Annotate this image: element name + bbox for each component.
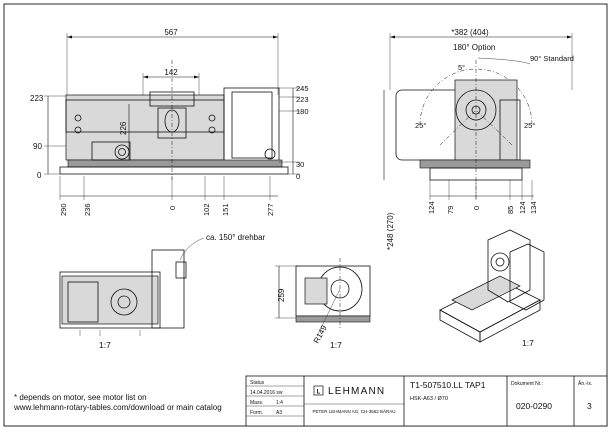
dim-134: 134: [529, 201, 538, 214]
dim-223-left: 223: [30, 94, 44, 103]
angle-25-left: 25°: [415, 121, 426, 130]
dim-0-left: 0: [37, 171, 42, 180]
dim-79: 79: [446, 206, 455, 214]
dim-180: 180: [296, 107, 309, 116]
dim-226: 226: [119, 121, 128, 135]
lehmann-logo-icon: [313, 385, 324, 396]
dim-382: *382 (404): [451, 28, 489, 37]
status-label: Status: [250, 380, 265, 386]
label-90-standard: 90° Standard: [530, 54, 574, 63]
drawing-subtitle: HSK-A63 / Ø70: [410, 396, 448, 402]
dim-290: 290: [59, 203, 68, 216]
drawing-title: T1-507510.LL TAP1: [410, 380, 486, 390]
dim-102: 102: [202, 203, 211, 216]
format-label: Form.: [250, 410, 263, 416]
dim-236: 236: [83, 203, 92, 216]
dim-r149: R149: [312, 323, 329, 345]
dim-0-right: 0: [296, 172, 300, 181]
scale-view4: 1:7: [330, 340, 342, 350]
angle-25-right: 25°: [524, 121, 535, 130]
dim-259: 259: [277, 288, 286, 302]
scale-value: 1:4: [276, 400, 283, 406]
dim-30: 30: [296, 160, 304, 169]
revision-value: 3: [587, 401, 592, 411]
footnote-line-2: www.lehmann-rotary-tables.com/download o…: [13, 403, 222, 412]
dim-124-right: 124: [518, 201, 527, 214]
side-view: *382 (404) 180° Option 90° Standard 5° 2…: [383, 28, 574, 250]
svg-text:L: L: [317, 390, 321, 396]
dim-0-bottom: 0: [168, 206, 177, 210]
drawing-date: 14.04.2016 sw: [250, 390, 283, 396]
dim-142: 142: [164, 68, 178, 77]
revision-label: Än.-Ix.: [578, 380, 592, 387]
company-address: PETER LEHMANN AG, CH-3552 BÄRAU: [312, 408, 395, 414]
dim-85: 85: [506, 206, 515, 214]
dim-90: 90: [33, 142, 42, 151]
dim-245: 245: [296, 84, 309, 93]
company-name: LEHMANN: [328, 386, 385, 397]
front-view: 567 142 223 90 0 226: [30, 28, 309, 216]
angle-5: 5°: [458, 63, 465, 72]
scale-view5: 1:7: [522, 338, 534, 348]
format-value: A3: [276, 410, 282, 416]
view-4: 259 R149 1:7: [275, 258, 371, 350]
doc-number-label: Dokument Nr.:: [511, 381, 543, 387]
scale-label: Mass.: [250, 400, 263, 406]
footnote-line-1: * depends on motor, see motor list on: [14, 393, 147, 402]
dim-223-right: 223: [296, 95, 309, 104]
title-block: Status 14.04.2016 sw Mass. 1:4 Form. A3 …: [245, 375, 608, 427]
scale-view3: 1:7: [99, 340, 111, 350]
dim-248: *248 (270): [386, 212, 395, 250]
note-rotatable: ca. 150° drehbar: [206, 233, 266, 242]
dim-151: 151: [221, 203, 230, 216]
sheet-border: [3, 3, 608, 427]
view-5-isometric: 1:7: [439, 229, 545, 348]
dim-277: 277: [266, 203, 275, 216]
dim-124-left: 124: [427, 201, 436, 214]
label-180-option: 180° Option: [453, 43, 495, 52]
view-3: ca. 150° drehbar 1:7: [59, 233, 266, 350]
dim-567: 567: [164, 28, 178, 37]
dim-0-side: 0: [472, 206, 481, 210]
doc-number: 020-0290: [516, 401, 552, 411]
